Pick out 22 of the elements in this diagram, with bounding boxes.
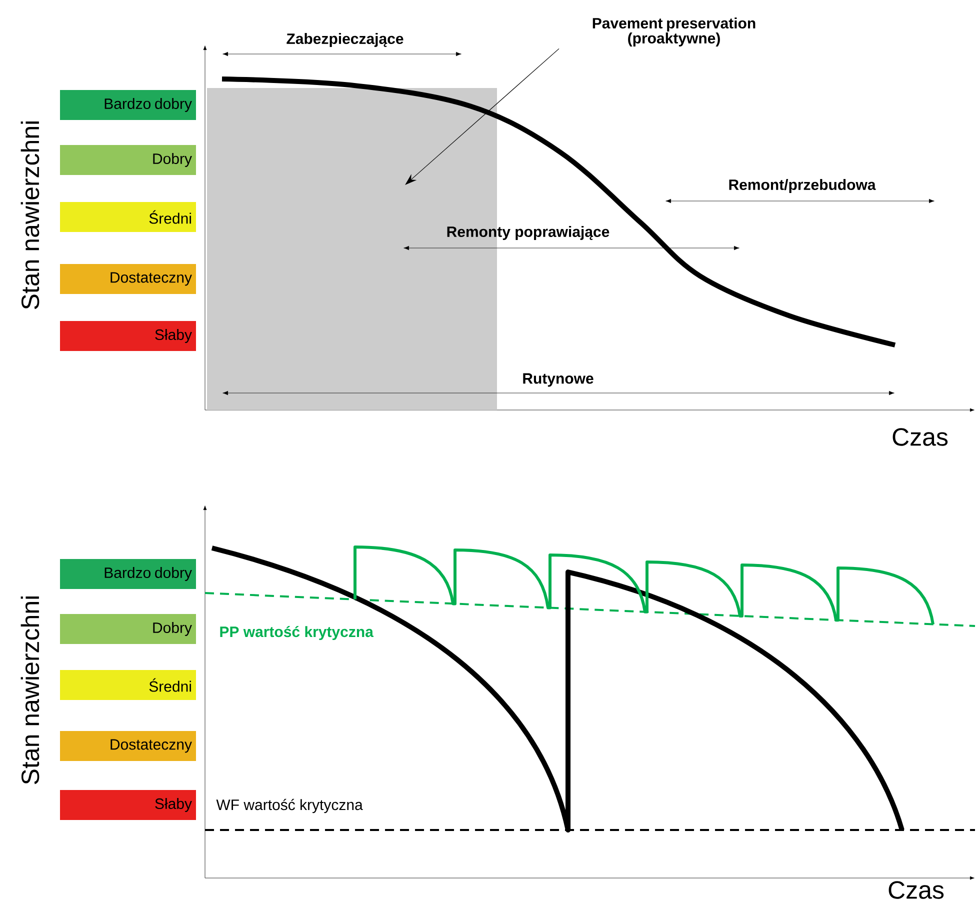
condition-box: Bardzo dobry [60, 559, 196, 589]
leader-line [405, 48, 560, 185]
condition-box: Dostateczny [60, 731, 196, 761]
condition-box: Średni [60, 670, 196, 700]
span-label: PP wartość krytyczna [220, 626, 374, 640]
axis-title: Stan nawierzchni [20, 596, 40, 784]
axis-title: Czas [892, 428, 948, 446]
condition-box: Dobry [60, 145, 196, 175]
axis-title: Czas [888, 881, 944, 899]
span-label: Remonty poprawiające [447, 226, 610, 240]
span-label: Remont/przebudowa [729, 179, 876, 193]
condition-box: Dobry [60, 614, 196, 644]
condition-box: Bardzo dobry [60, 90, 196, 120]
condition-box: Słaby [60, 321, 196, 351]
axis-title: Stan nawierzchni [20, 122, 40, 310]
condition-box: Średni [60, 202, 196, 232]
span-label: Rutynowe [523, 373, 594, 387]
line-label: WF wartość krytyczna [216, 798, 363, 814]
condition-box: Słaby [60, 790, 196, 820]
condition-box: Dostateczny [60, 264, 196, 294]
callout-text: Pavement preservation (proaktywne) [592, 18, 756, 46]
span-label: Zabezpieczające [286, 33, 404, 47]
